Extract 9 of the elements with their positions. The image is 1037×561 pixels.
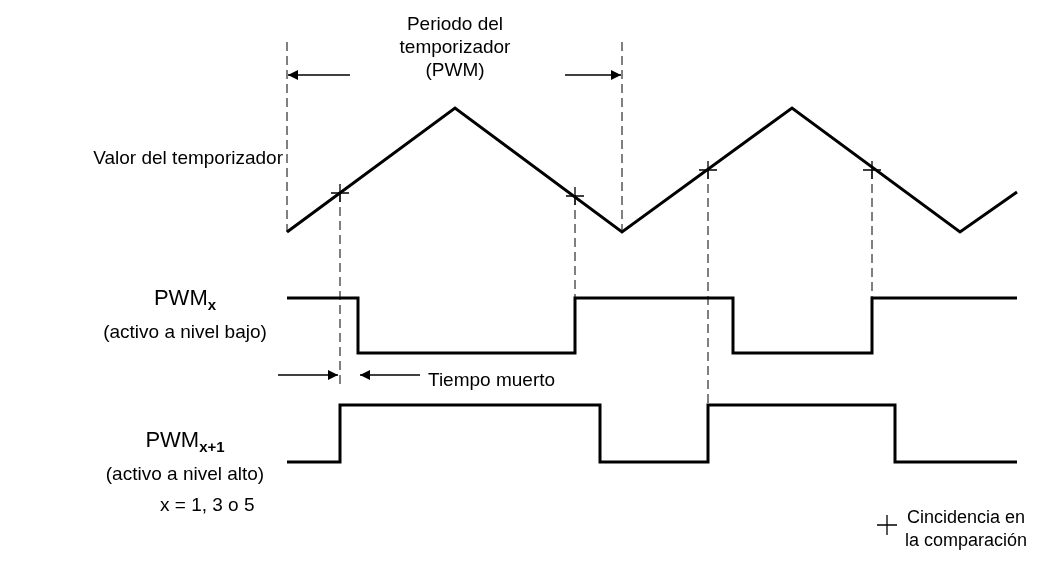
- legend-label: Cincidencia en la comparación: [903, 506, 1029, 552]
- note: x = 1, 3 o 5: [160, 493, 256, 516]
- signal-note: (activo a nivel bajo): [102, 320, 268, 343]
- dimension-label: Tiempo muerto: [428, 368, 557, 391]
- signal-note: (activo a nivel alto): [104, 462, 266, 485]
- signal-name: PWM$_{x+1}$: [144, 428, 226, 458]
- signal-name: PWM$_{x}$: [152, 286, 218, 316]
- axis-label: Valor del temporizador: [92, 146, 283, 169]
- dimension-label: Periodo del temporizador (PWM): [398, 12, 512, 81]
